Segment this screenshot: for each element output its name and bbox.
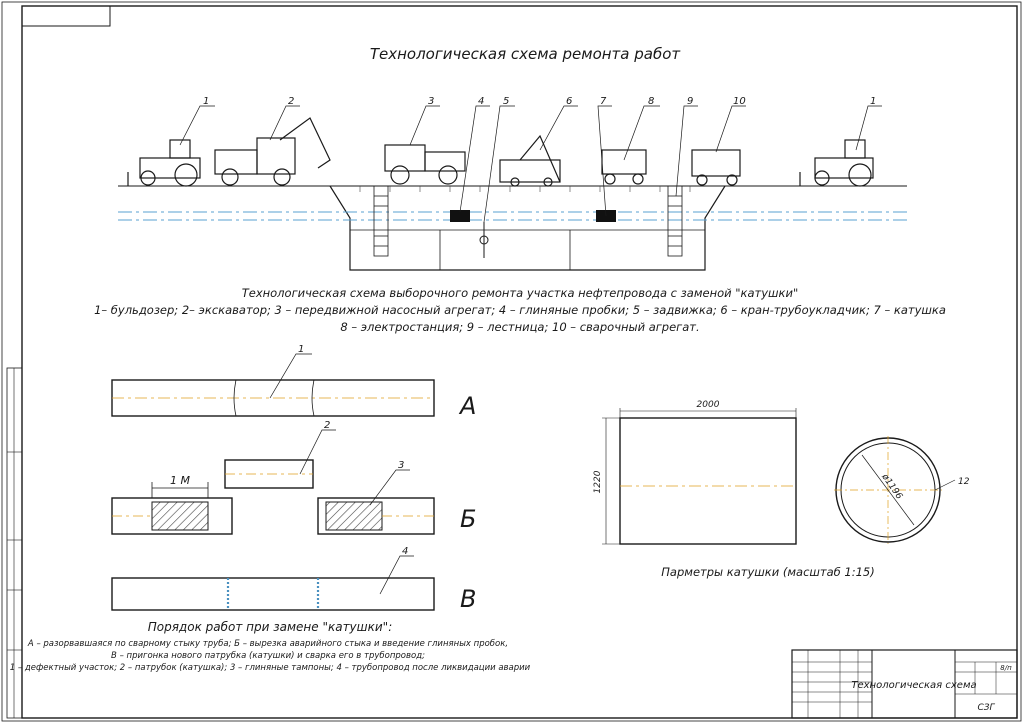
scheme-callout-7: 7 <box>600 96 607 107</box>
pipelayer-crane <box>499 134 561 187</box>
scheme-callout-1b: 1 <box>870 96 876 107</box>
welding-unit <box>691 149 741 186</box>
scheme-callout-9: 9 <box>687 96 693 107</box>
stage-c-callout: 4 <box>402 546 408 557</box>
coil-diameter-label: 1220 <box>593 470 603 493</box>
bulldozer-right <box>799 139 874 187</box>
procedure-line1: А – разорвавшаяся по сварному стыку труб… <box>27 639 508 649</box>
scheme-callout-8: 8 <box>648 96 654 107</box>
power-station <box>601 149 647 185</box>
title-block-name: Технологическая схема <box>851 680 976 691</box>
pump-unit <box>384 144 466 185</box>
coil-wall-label: 12 <box>958 477 970 487</box>
title-block <box>791 649 1018 719</box>
procedure-line3: 1 – дефектный участок; 2 – патрубок (кат… <box>10 663 531 673</box>
coil-inner-diameter-label: ø1196 <box>879 472 904 502</box>
coil-cross-section <box>834 436 956 544</box>
scheme-caption: Технологическая схема выборочного ремонт… <box>242 286 799 300</box>
procedure-line2: В – пригонка нового патрубка (катушки) и… <box>111 651 425 661</box>
scheme-callout-4: 4 <box>478 96 484 107</box>
coil-caption: Парметры катушки (масштаб 1:15) <box>661 565 874 579</box>
bulldozer-left <box>127 139 201 187</box>
stage-a-pipe <box>111 353 435 417</box>
stage-b-callout-2: 2 <box>324 420 330 431</box>
scheme-legend-line1: 1– бульдозер; 2– экскаватор; 3 – передви… <box>94 303 946 317</box>
stage-a-callout: 1 <box>298 344 304 355</box>
procedure-heading: Порядок работ при замене "катушки": <box>148 620 393 634</box>
scheme-callout-2: 2 <box>288 96 294 107</box>
stage-a-label: А <box>458 392 476 420</box>
stage-b-pipes <box>111 429 435 535</box>
drawing-title: Технологическая схема ремонта работ <box>370 45 682 63</box>
scheme-callout-3: 3 <box>428 96 434 107</box>
margin-stamp-boxes <box>6 367 23 719</box>
coil-side-view <box>602 408 797 545</box>
scheme-callout-5: 5 <box>503 96 509 107</box>
scheme-legend-line2: 8 – электростанция; 9 – лестница; 10 – с… <box>340 320 699 334</box>
repair-scheme: 1 2 3 4 5 6 7 8 9 10 1 <box>118 96 907 271</box>
stage-b-callout-3: 3 <box>398 460 404 471</box>
scheme-callout-1: 1 <box>203 96 209 107</box>
stage-c-pipe <box>111 555 435 611</box>
coil-length-label: 2000 <box>697 400 720 410</box>
stage-b-label: Б <box>460 505 476 533</box>
excavator <box>214 117 331 186</box>
dimension-1m: 1 М <box>170 474 190 487</box>
scheme-callout-10: 10 <box>733 96 746 107</box>
title-block-sheet: 8/п <box>1000 664 1012 672</box>
scheme-callout-6: 6 <box>566 96 572 107</box>
stage-c-label: В <box>460 585 476 613</box>
title-block-code: СЗГ <box>977 703 995 713</box>
